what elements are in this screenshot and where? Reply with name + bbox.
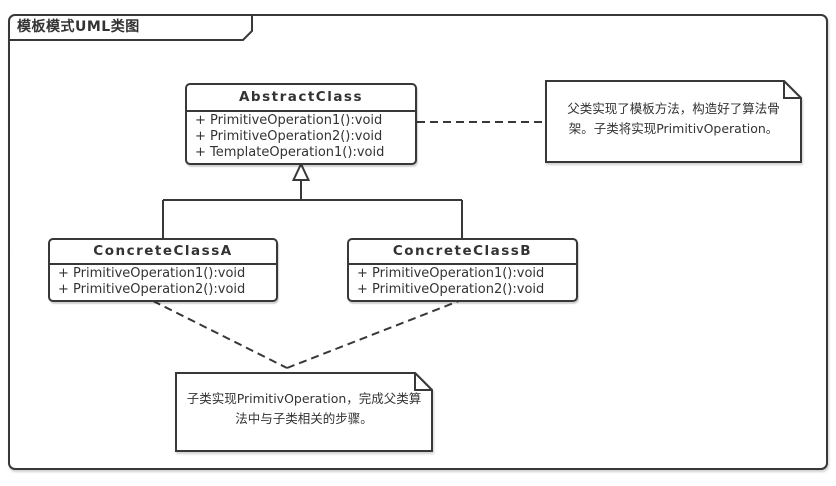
class-method: + TemplateOperation1():void (195, 145, 385, 160)
note-fold-icon (783, 80, 802, 99)
note-connector-concrete-b (286, 298, 465, 369)
note-shape (175, 372, 433, 452)
class-method: + PrimitiveOperation1():void (357, 266, 545, 281)
class-method: + PrimitiveOperation2():void (357, 282, 545, 297)
class-box-concreteclassa: ConcreteClassA + PrimitiveOperation1():v… (48, 238, 278, 302)
class-name: ConcreteClassB (349, 240, 576, 265)
note-primitive-operation: 子类实现PrimitivOperation，完成父类算法中与子类相关的步骤。 (175, 372, 433, 452)
class-method: + PrimitiveOperation1():void (195, 113, 383, 128)
class-box-concreteclassb: ConcreteClassB + PrimitiveOperation1():v… (347, 238, 578, 302)
class-method-list: + PrimitiveOperation1():void + Primitive… (50, 265, 276, 300)
class-method: + PrimitiveOperation2():void (58, 282, 246, 297)
class-method: + PrimitiveOperation1():void (58, 266, 246, 281)
note-text: 父类实现了模板方法，构造好了算法骨架。子类将实现PrimitivOperatio… (567, 100, 780, 136)
class-method: + PrimitiveOperation2():void (195, 129, 383, 144)
class-method-list: + PrimitiveOperation1():void + Primitive… (349, 265, 576, 300)
note-text: 子类实现PrimitivOperation，完成父类算法中与子类相关的步骤。 (186, 391, 422, 426)
class-box-abstractclass: AbstractClass + PrimitiveOperation1():vo… (185, 83, 417, 165)
class-name: AbstractClass (187, 85, 415, 112)
diagram-title: 模板模式UML类图 (17, 19, 140, 35)
note-fold-icon (414, 372, 433, 391)
note-shape (545, 80, 802, 163)
note-template-method: 父类实现了模板方法，构造好了算法骨架。子类将实现PrimitivOperatio… (545, 80, 802, 163)
note-connector-concrete-a (152, 300, 288, 369)
generalization-line (162, 180, 463, 238)
class-name: ConcreteClassA (50, 240, 276, 265)
generalization-arrow-icon (291, 161, 311, 181)
class-method-list: + PrimitiveOperation1():void + Primitive… (187, 112, 415, 163)
